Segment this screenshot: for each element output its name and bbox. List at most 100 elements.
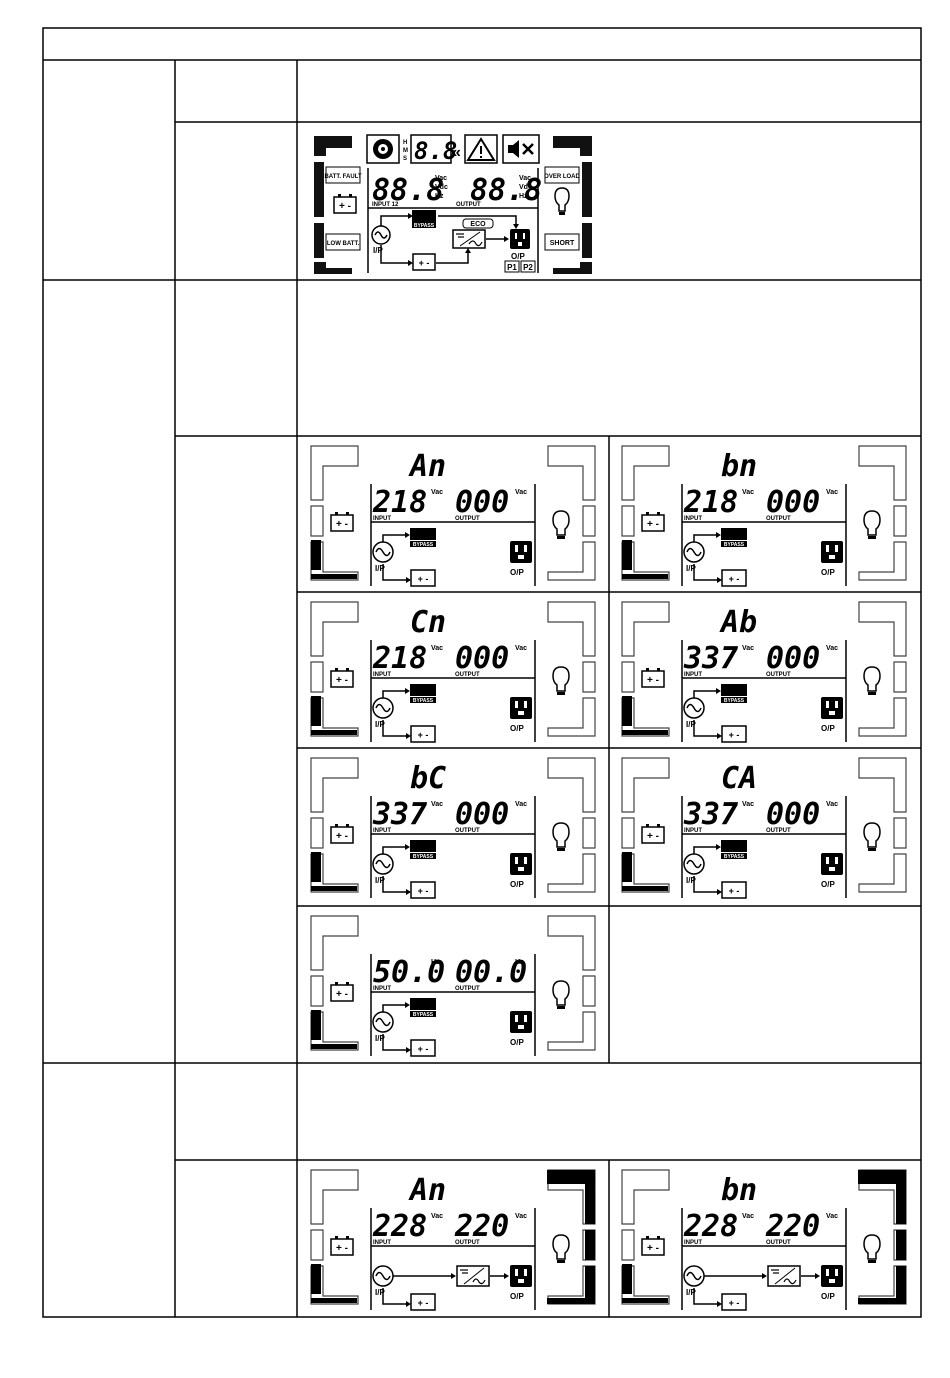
input-unit: Hz — [431, 959, 440, 966]
plug-icon — [410, 998, 436, 1010]
input-label: INPUT — [684, 672, 702, 678]
input-label: INPUT — [373, 828, 391, 834]
output-label: OUTPUT — [455, 828, 480, 834]
output-label: OUTPUT — [766, 516, 791, 522]
bypass-label: BYPASS — [724, 542, 745, 548]
lcd-segment-outline — [310, 601, 359, 657]
svg-text:+ -: + - — [729, 730, 740, 740]
svg-text:+ -: + - — [336, 1243, 348, 1254]
low-batt-label: LOW BATT. — [327, 241, 360, 247]
svg-text:+ -: + - — [336, 989, 348, 1000]
left-level-bar — [622, 1264, 632, 1294]
battery-icon — [330, 984, 354, 1002]
battery-icon — [330, 670, 354, 688]
plug-icon — [721, 528, 747, 540]
inverter-icon — [767, 1265, 801, 1287]
bypass-label: BYPASS — [413, 542, 434, 548]
input-label: INPUT — [373, 986, 391, 992]
eco-label: ECO — [470, 221, 486, 228]
output-reading: 220 — [454, 1209, 509, 1244]
lcd-segment-outline — [310, 757, 359, 813]
left-bottom-bar — [622, 1298, 668, 1303]
p2-label: P2 — [523, 263, 533, 272]
bypass-label: BYPASS — [413, 854, 434, 860]
output-unit-hz: Hz — [519, 193, 528, 200]
output-label: OUTPUT — [766, 828, 791, 834]
output-reading: 000 — [766, 797, 820, 832]
lcd-panel: bC 337 Vac 000 Vac INPUT OUTPUT + - I/P … — [303, 752, 603, 900]
battery-icon — [330, 1238, 354, 1256]
battery-icon — [641, 514, 665, 532]
bypass-path: BYPASS — [382, 998, 436, 1018]
lcd-panel: Ab 337 Vac 000 Vac INPUT OUTPUT + - I/P … — [614, 596, 914, 744]
op-label: O/P — [821, 1292, 835, 1301]
right-level-bars — [858, 1170, 906, 1304]
battery-flow-icon — [410, 569, 436, 587]
svg-text:+ -: + - — [729, 574, 740, 584]
lcd-panel: bn 218 Vac 000 Vac INPUT OUTPUT + - I/P … — [614, 440, 914, 588]
lcd-segment-outline — [621, 601, 670, 657]
input-reading: 337 — [683, 641, 738, 676]
bulb-icon — [863, 666, 881, 692]
lcd-segment-outline — [310, 915, 359, 971]
input-label: INPUT 12 — [372, 202, 399, 208]
svg-text:+ -: + - — [418, 1044, 429, 1054]
outlet-icon — [510, 1265, 532, 1287]
lcd-panel: bn 228 Vac 220 Vac INPUT OUTPUT + - I/P … — [614, 1164, 914, 1312]
lcd-segment-outline — [621, 1169, 670, 1225]
hms-m: M — [403, 148, 408, 154]
top-mode-digits: bn — [721, 1173, 757, 1208]
input-unit: Vac — [431, 801, 443, 808]
output-unit: Vac — [826, 1213, 838, 1220]
plug-icon — [410, 840, 436, 852]
left-level-bar — [622, 696, 632, 726]
fan-icon-frame — [366, 134, 400, 164]
hms-h: H — [403, 140, 407, 146]
left-level-bar — [622, 540, 632, 570]
outlet-icon — [510, 1011, 532, 1033]
inverter-path — [704, 1265, 820, 1287]
outlet-icon — [821, 541, 843, 563]
right-level-bars — [547, 1170, 595, 1304]
op-label: O/P — [510, 1292, 524, 1301]
bypass-label: BYPASS — [413, 1012, 434, 1018]
output-reading: 000 — [455, 485, 509, 520]
input-reading: 50.0 — [373, 955, 445, 990]
ip-label: I/P — [375, 876, 385, 885]
svg-text:+ -: + - — [647, 519, 659, 530]
svg-text:+ -: + - — [418, 574, 429, 584]
batt-fault-label: BATT. FAULT — [324, 174, 361, 180]
bypass-path: BYPASS — [382, 684, 436, 704]
svg-text:+ -: + - — [336, 831, 348, 842]
lcd-panel: An 228 Vac 220 Vac INPUT OUTPUT + - I/P … — [303, 1164, 603, 1312]
plug-icon — [410, 528, 436, 540]
input-reading: 337 — [683, 797, 738, 832]
ip-label: I/P — [375, 1288, 385, 1297]
input-label: INPUT — [373, 672, 391, 678]
input-label: INPUT — [684, 516, 702, 522]
svg-text:+ -: + - — [647, 831, 659, 842]
input-reading: 218 — [372, 485, 427, 520]
op-label: O/P — [510, 568, 524, 577]
p1-label: P1 — [507, 263, 517, 272]
lcd-segment-outline — [621, 445, 670, 501]
hms-s: S — [403, 156, 407, 162]
input-label: INPUT — [373, 516, 391, 522]
output-reading: 88.8 — [470, 173, 542, 208]
left-level-bar — [311, 1010, 321, 1040]
output-label: OUTPUT — [456, 202, 481, 208]
ip-label: I/P — [686, 1288, 696, 1297]
input-label: INPUT — [373, 1240, 391, 1246]
battery-flow-icon — [721, 569, 747, 587]
inverter-icon — [456, 1265, 490, 1287]
lcd-panel: CA 337 Vac 000 Vac INPUT OUTPUT + - I/P … — [614, 752, 914, 900]
plug-icon — [721, 840, 747, 852]
over-load-label: OVER LOAD — [544, 174, 580, 180]
output-unit: Vac — [826, 645, 838, 652]
output-unit: Vac — [826, 489, 838, 496]
battery-flow-icon — [410, 1293, 436, 1311]
input-label: INPUT — [684, 828, 702, 834]
left-bottom-bar — [311, 886, 357, 891]
input-unit: Vac — [742, 645, 754, 652]
svg-text:+ -: + - — [336, 519, 348, 530]
